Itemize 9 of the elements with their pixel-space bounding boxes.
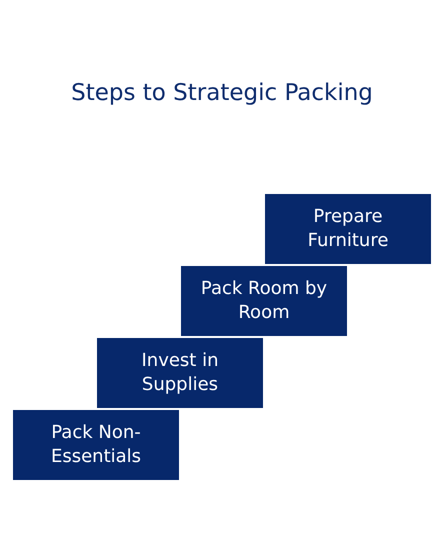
step-box <box>13 410 179 480</box>
step-label: Prepare Furniture <box>306 205 390 253</box>
step-box <box>97 338 263 408</box>
step-box <box>265 194 431 264</box>
step-label: Invest in Supplies <box>140 349 220 397</box>
step-box <box>181 266 347 336</box>
diagram-title: Steps to Strategic Packing <box>70 80 374 106</box>
step-label: Pack Room by Room <box>200 277 328 325</box>
step-label: Pack Non-Essentials <box>50 421 142 469</box>
